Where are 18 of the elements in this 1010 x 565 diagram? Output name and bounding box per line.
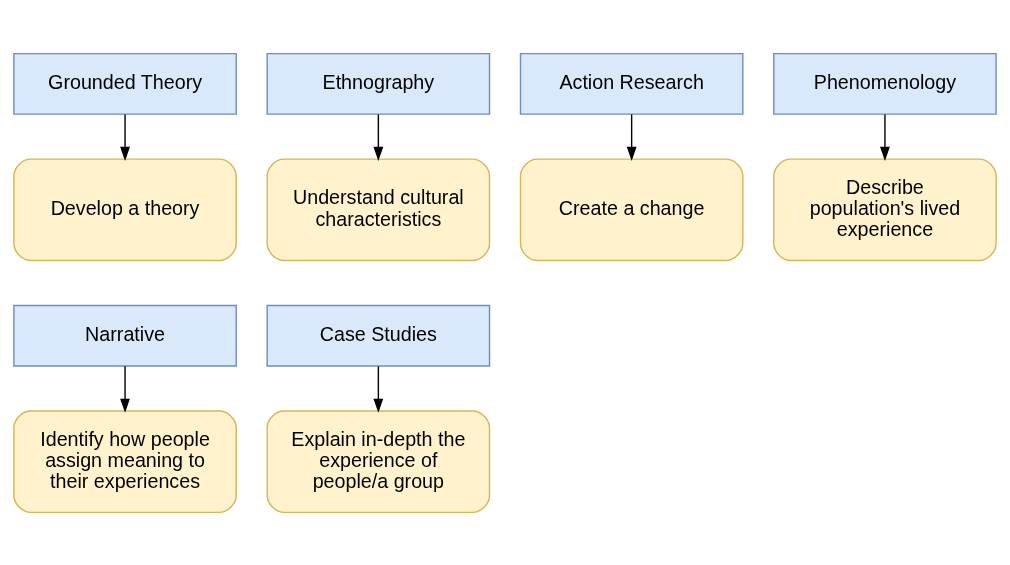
node-box: Identify how people assign meaning to their experiences [13, 409, 237, 513]
node-box: Phenomenology [773, 52, 997, 115]
arrow [120, 113, 130, 161]
arrow [120, 365, 130, 413]
node-box: Create a change [519, 157, 744, 261]
arrow [373, 365, 384, 413]
arrow [373, 113, 384, 161]
node-box: Develop a theory [13, 157, 237, 261]
node-box: Grounded Theory [13, 52, 237, 115]
node-box: Action Research [519, 52, 744, 115]
node-box: Narrative [13, 304, 237, 367]
node-box: Understand cultural characteristics [266, 157, 491, 261]
node-box: Describe population's lived experience [773, 157, 997, 261]
arrow [880, 113, 890, 161]
node-box: Case Studies [266, 304, 491, 367]
arrow [626, 113, 637, 161]
node-box: Ethnography [266, 52, 491, 115]
node-box: Explain in-depth the experience of people/a group [266, 409, 491, 513]
